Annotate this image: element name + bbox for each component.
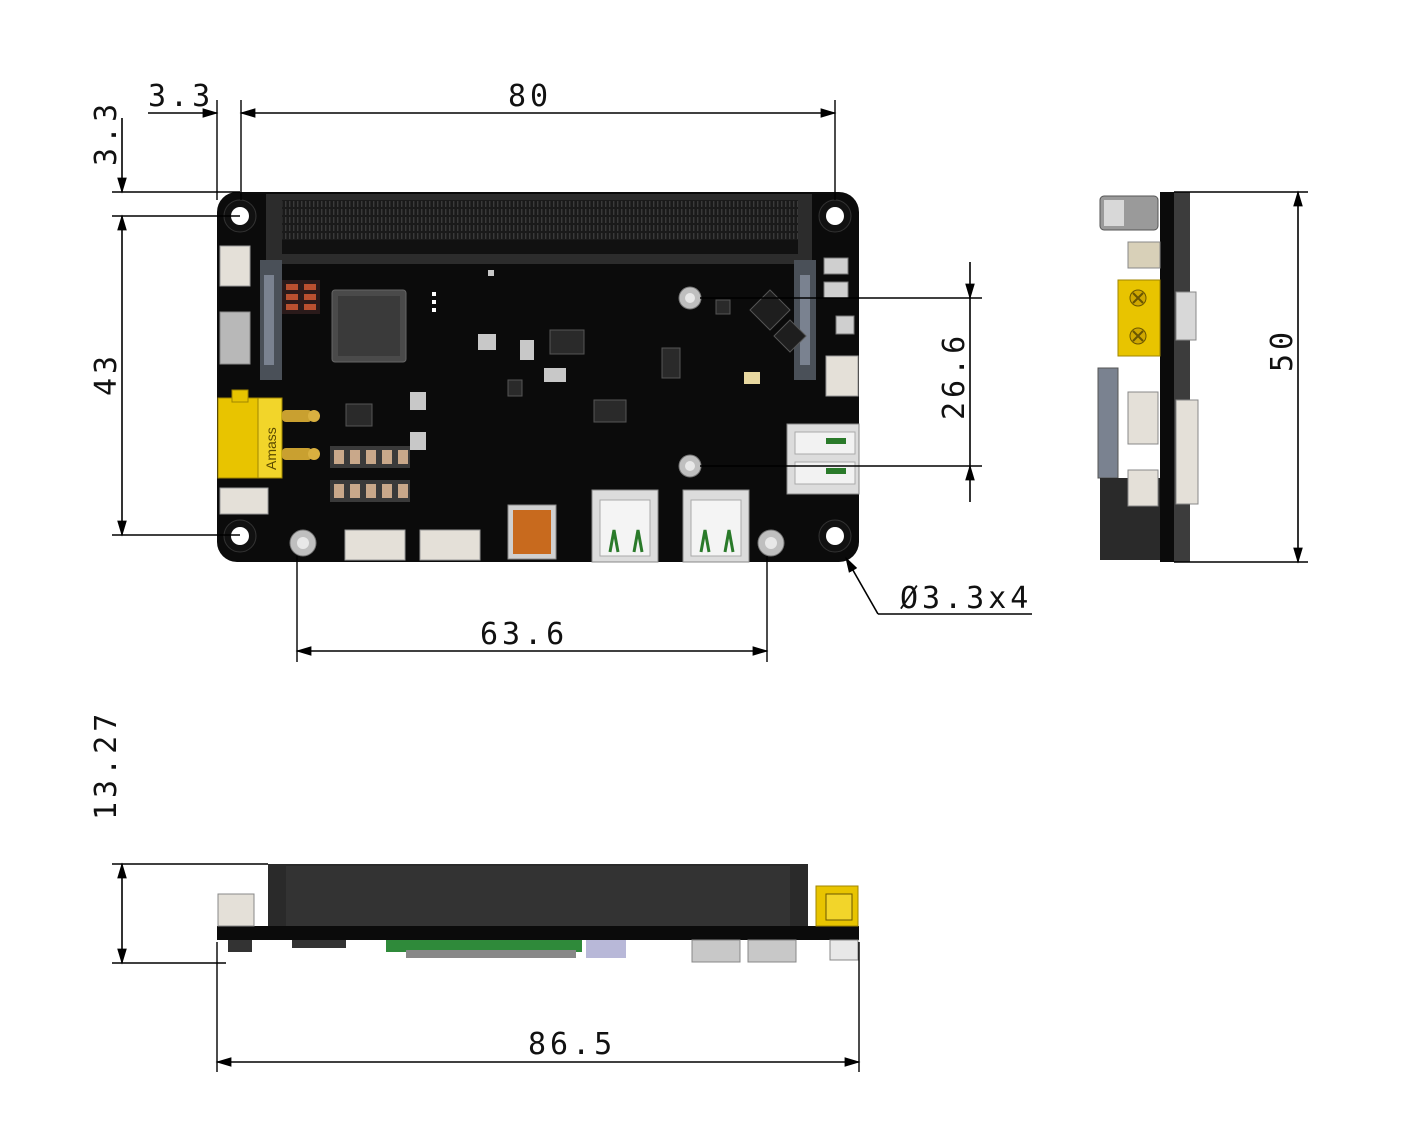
profile-module [386,940,582,952]
connector-left-bottom [219,487,269,515]
mounting-hole-top-right [818,199,852,233]
connector-bottom-2 [419,529,481,561]
profile-view: 13.27 86.5 [89,710,861,1072]
dim-side-height: 50 [1265,328,1300,372]
button-3 [835,315,855,335]
mounting-hole-bottom-left [223,519,257,553]
dim-left-offset: 3.3 [89,100,124,166]
usb-c-port-1 [591,489,659,563]
standoff-lower [678,454,702,478]
dim-top-offset: 3.3 [148,79,214,114]
side-xt-connector [1117,279,1161,357]
dim-total-width: 86.5 [528,1027,616,1062]
connector-brand-label: Amass [263,427,279,470]
dim-bottom-holes: 63.6 [480,617,568,652]
connector-right [825,355,859,397]
dim-profile-height: 13.27 [89,710,124,820]
button-2 [823,281,849,299]
connector-left-mid [219,311,251,365]
usb-c-port-right [786,423,860,495]
top-view-dimensions: 3.3 80 3.3 43 26.6 63.6 Ø3.3x4 [89,79,1032,662]
standoff-bottom-right [757,529,785,557]
side-view: 50 [1097,190,1308,564]
mounting-hole-bottom-right [818,519,852,553]
xt-power-connector: Amass [217,389,320,479]
button-1 [823,257,849,275]
dim-hole-callout: Ø3.3x4 [900,581,1032,616]
profile-pcb [217,926,859,940]
connector-bottom-1 [344,529,406,561]
dim-width-holes: 80 [508,79,552,114]
ic-chips [345,289,807,427]
top-view-board: Amass [217,192,860,563]
small-components [410,270,760,450]
side-pcb [1160,192,1174,562]
copper-pad-connector [507,504,557,560]
dim-usb-spacing: 26.6 [937,332,972,420]
passive-array [282,280,410,502]
connector-left-top [219,245,251,287]
dim-height-holes: 43 [89,352,124,396]
usb-c-port-2 [682,489,750,563]
standoff-upper [678,286,702,310]
standoff-bottom-left [289,529,317,557]
